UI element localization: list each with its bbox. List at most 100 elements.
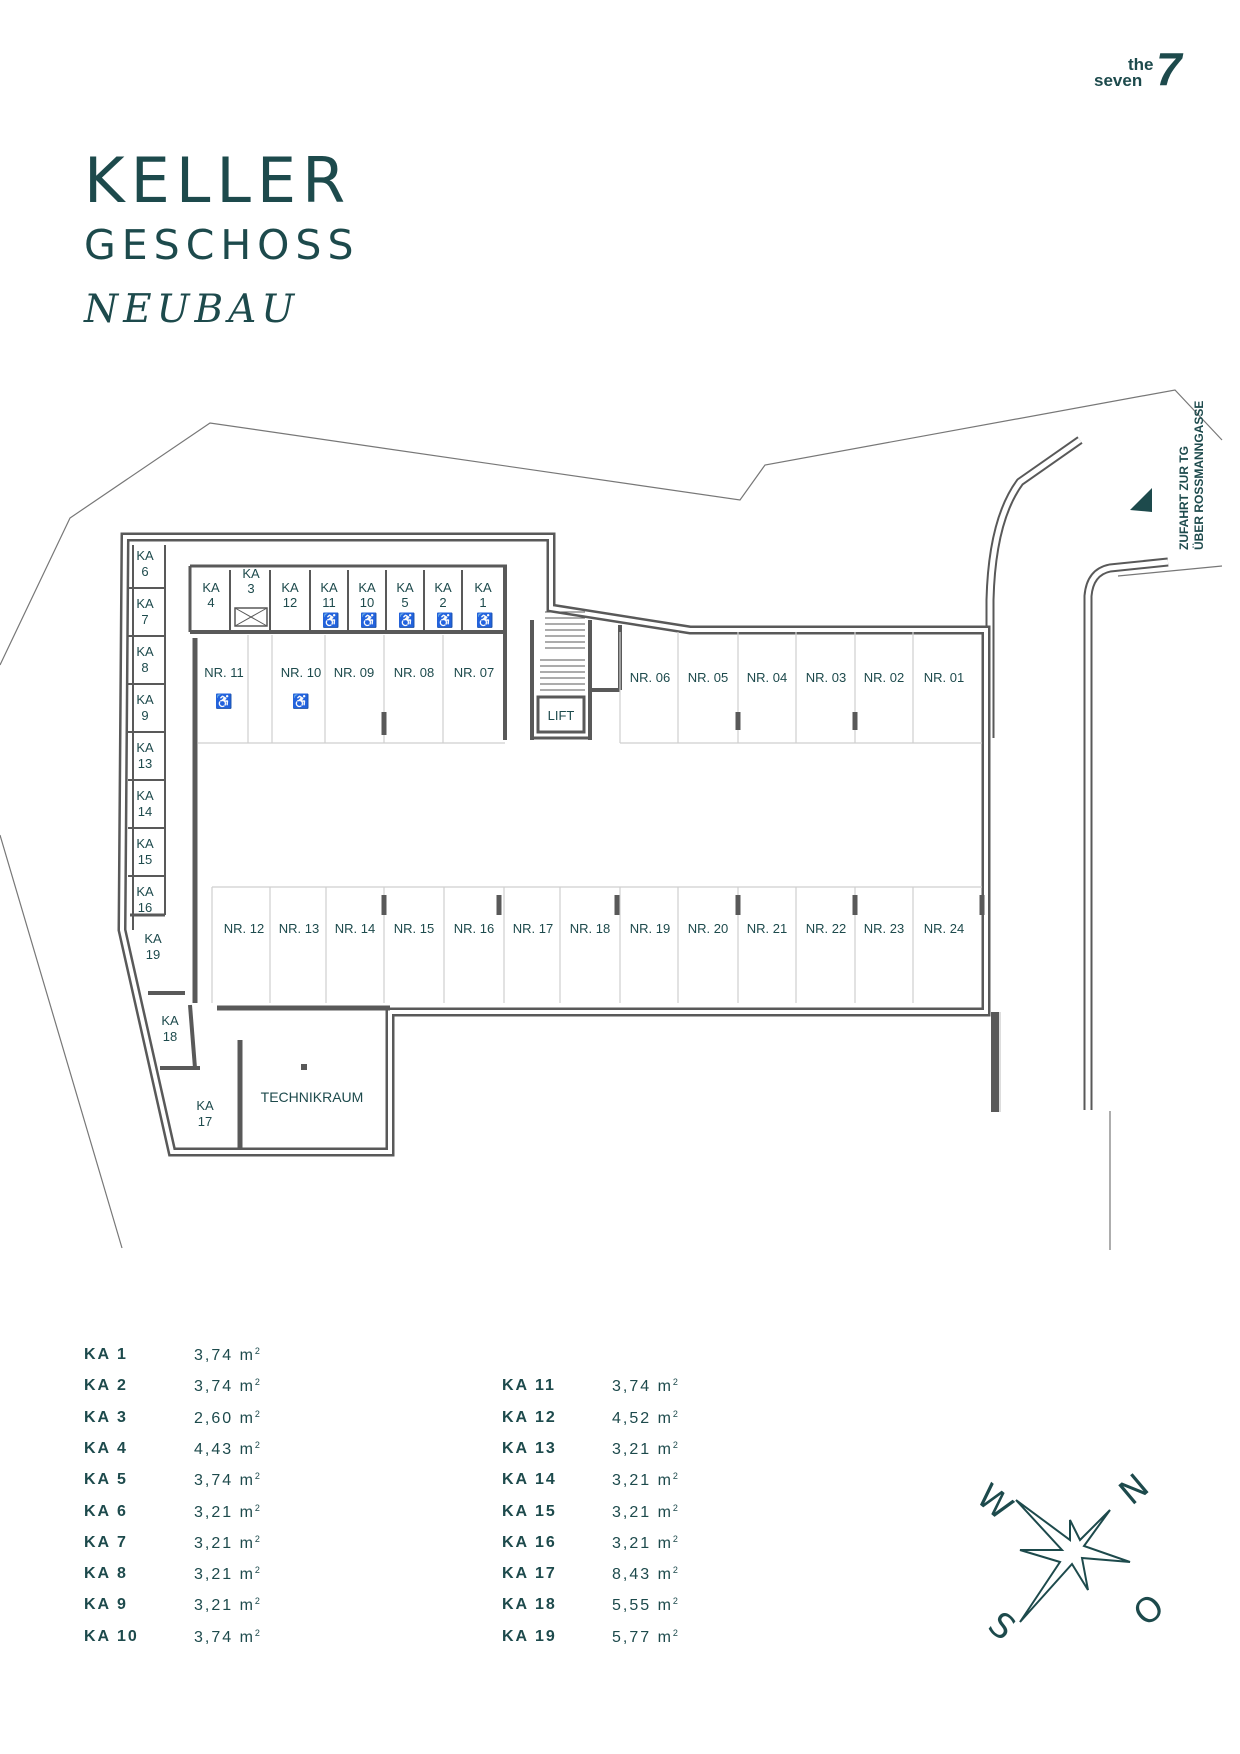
cellar-label: KA	[136, 740, 154, 755]
area-number: 4,52	[612, 1409, 652, 1427]
page-title: KELLER	[84, 144, 352, 217]
area-label: KA 13	[502, 1439, 557, 1457]
parking-space-label: NR. 03	[806, 670, 846, 685]
parking-space-label: NR. 11	[204, 665, 244, 680]
area-number: 5,55	[612, 1597, 652, 1615]
parking-space-label: NR. 13	[279, 921, 319, 936]
area-unit: m	[239, 1472, 255, 1490]
area-exponent: 2	[672, 1565, 678, 1576]
area-label: KA 14	[502, 1471, 557, 1489]
area-value: 3,74 m2	[194, 1628, 260, 1647]
area-exponent: 2	[254, 1377, 260, 1388]
area-exponent: 2	[254, 1408, 260, 1419]
area-label: KA 11	[502, 1377, 556, 1395]
cellar-label: KA	[161, 1013, 179, 1028]
area-value: 5,55 m2	[612, 1596, 678, 1615]
logo-word-the: the	[1128, 55, 1154, 74]
wheelchair-icon: ♿	[322, 612, 339, 629]
area-exponent: 2	[254, 1471, 260, 1482]
area-exponent: 2	[254, 1346, 260, 1356]
area-exponent: 2	[672, 1533, 678, 1544]
area-label: KA 10	[84, 1627, 139, 1645]
area-unit: m	[239, 1628, 255, 1646]
ramp-wall-inner-core	[1085, 559, 1169, 1110]
area-value: 3,74 m2	[194, 1346, 260, 1365]
area-unit: m	[657, 1566, 673, 1584]
access-label-2: ÜBER ROSSMANNGASSE	[1191, 401, 1206, 550]
cellar-number: 1	[479, 595, 486, 610]
area-number: 3,21	[612, 1472, 652, 1490]
cellar-label: KA	[320, 580, 338, 595]
area-number: 5,77	[612, 1628, 652, 1646]
area-exponent: 2	[672, 1627, 678, 1638]
area-exponent: 2	[254, 1439, 260, 1450]
technikraum-label: TECHNIKRAUM	[261, 1089, 364, 1105]
area-label: KA 7	[84, 1533, 128, 1551]
parking-space-label: NR. 10	[281, 665, 321, 680]
wheelchair-icon: ♿	[292, 693, 309, 710]
lift-label: LIFT	[548, 708, 575, 723]
cellar-number: 14	[138, 804, 152, 819]
ramp-wall-inner	[1083, 557, 1169, 1110]
cellar-number: 12	[283, 595, 297, 610]
area-value: 3,21 m2	[194, 1596, 260, 1615]
parking-space-label: NR. 17	[513, 921, 553, 936]
area-number: 8,43	[612, 1566, 652, 1584]
pillars-bottom	[381, 895, 985, 915]
parking-space-label: NR. 01	[924, 670, 964, 685]
ka3-shaft	[234, 607, 268, 627]
area-label: KA 3	[84, 1408, 128, 1426]
area-unit: m	[239, 1440, 255, 1458]
area-number: 3,74	[194, 1347, 234, 1364]
page-section: NEUBAU	[84, 287, 300, 332]
cellar-label: KA	[136, 692, 154, 707]
parking-space-label: NR. 21	[747, 921, 787, 936]
area-unit: m	[657, 1472, 673, 1490]
wheelchair-icon: ♿	[436, 612, 453, 629]
area-number: 3,21	[612, 1534, 652, 1552]
parking-space-label: NR. 07	[454, 665, 494, 680]
area-label: KA 16	[502, 1533, 557, 1551]
cellar-label: KA	[196, 1098, 214, 1113]
cellar-number: 13	[138, 756, 152, 771]
brand-logo: the seven 7	[1088, 46, 1188, 95]
area-value: 4,52 m2	[612, 1409, 678, 1428]
plot-boundary-left	[0, 834, 123, 1249]
parking-top-right-lines	[619, 632, 982, 744]
stairs	[540, 611, 585, 691]
area-number: 3,21	[194, 1534, 234, 1552]
area-label: KA 9	[84, 1596, 128, 1614]
parking-space-label: NR. 09	[334, 665, 374, 680]
parking-space-label: NR. 02	[864, 670, 904, 685]
logo-numeral: 7	[1156, 43, 1182, 95]
wall-ka18-right	[188, 1004, 197, 1069]
wheelchair-icon: ♿	[215, 693, 232, 710]
cellar-number: 5	[401, 595, 408, 610]
area-value: 2,60 m2	[194, 1409, 260, 1428]
cellar-label: KA	[136, 596, 154, 611]
area-exponent: 2	[254, 1565, 260, 1576]
area-number: 3,74	[612, 1378, 652, 1396]
cellar-number: 2	[439, 595, 446, 610]
ka3-shaft-cross-2	[234, 607, 268, 627]
area-number: 3,21	[612, 1440, 652, 1458]
access-arrow-icon	[1130, 488, 1152, 512]
access-label-1: ZUFAHRT ZUR TG	[1177, 446, 1191, 550]
building-wall-core	[119, 535, 988, 1154]
compass-star-icon	[1015, 1499, 1131, 1623]
area-value: 8,43 m2	[612, 1565, 678, 1584]
area-exponent: 2	[254, 1596, 260, 1607]
cellar-label: KA	[136, 548, 154, 563]
cellar-number: 17	[198, 1114, 212, 1129]
area-exponent: 2	[672, 1596, 678, 1607]
parking-space-label: NR. 12	[224, 921, 264, 936]
cellar-number: 9	[141, 708, 148, 723]
area-unit: m	[239, 1378, 255, 1396]
cellar-label: KA	[144, 931, 162, 946]
cellar-label: KA	[474, 580, 492, 595]
cellar-label: KA	[202, 580, 220, 595]
area-number: 2,60	[194, 1409, 234, 1427]
area-value: 3,21 m2	[194, 1503, 260, 1522]
area-label: KA 1	[84, 1346, 128, 1363]
